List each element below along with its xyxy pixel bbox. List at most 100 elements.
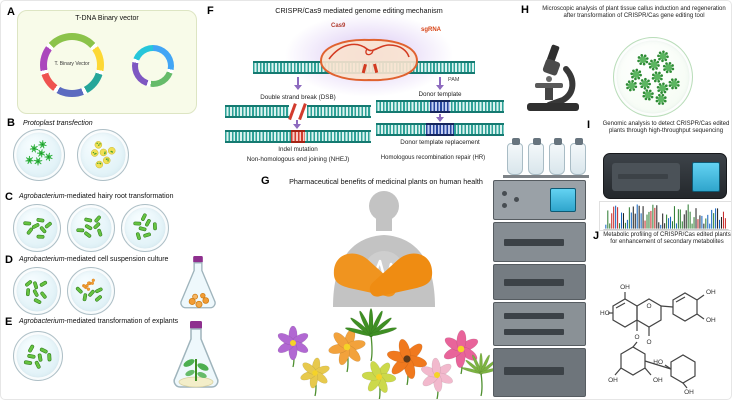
panel-a-title: T-DNA Binary vector [75,15,139,22]
panel-label-a: A [7,6,15,18]
atom-label-7: OH [653,377,663,384]
cas9-label: Cas9 [331,23,346,29]
dsb-label: Double strand break (DSB) [260,94,336,101]
petri-dish-explants [13,331,63,381]
atom-label-8: HO [653,359,663,366]
arrow-to-nhej-branch [294,77,302,90]
flowers [269,299,501,399]
plasmid-ring-core [47,40,97,90]
panel-j-title: Metabolic profiling of CRISPR/Cas edited… [603,232,731,245]
atom-label-4: OH [706,317,716,324]
petri-dish-transfected-protoplasts [77,129,129,181]
panel-label-h: H [521,4,529,16]
petri-dish-suspension-2 [67,267,115,315]
panel-f-title: CRISPR/Cas9 mediated genome editing mech… [275,6,443,15]
flower-1 [300,357,330,397]
microscope [519,43,591,115]
panel-d-title-genus: Agrobacterium [19,256,65,263]
dsb-broken-dna [225,103,371,120]
panel-c-title-genus: Agrobacterium [19,193,65,200]
panel-g-title: Pharmaceutical benefits of medicinal pla… [289,177,483,186]
microscope-drawing [527,44,579,111]
dsb-break-mark-left [288,103,297,120]
arrow-hr-repair [436,114,444,122]
hplc-module-base [493,348,586,397]
atom-label-0: HO [600,310,610,317]
flower-0 [277,325,309,368]
panel-label-d: D [5,254,13,266]
flower-4 [361,361,397,399]
flask-plant-drawing [173,321,219,388]
metabolite-structure: HO OH O OH OH O OH OH HO OH O [599,261,731,397]
flower-7 [443,330,479,375]
helper-plasmid [132,45,174,87]
panel-label-f: F [207,5,214,17]
flask-cell-suspension-drawing [180,256,216,309]
panel-h-title: Microscopic analysis of plant tissue cal… [542,6,726,19]
panel-label-b: B [7,117,15,129]
hplc-knob-1 [502,191,507,196]
petri-dish-hairy-roots-2 [67,204,115,252]
hplc-module-autosampler [493,264,586,300]
sequencer-slot [618,174,668,179]
solvent-bottle-1 [507,138,523,175]
donor-template-label: Donor template [418,91,462,98]
flask-cell-suspension [169,255,227,317]
panel-label-g: G [261,175,270,187]
dna-sequencer [603,153,727,199]
donor-template-dna [376,100,504,113]
panel-i-title: Genomic analysis to detect CRISPR/Cas ed… [602,121,730,134]
carbonyl-oxygen-label: O [646,339,651,346]
petri-dish-suspension-1 [13,267,61,315]
atom-label-3: OH [706,289,716,296]
panel-label-j: J [593,230,600,242]
atom-label-5: O [634,334,639,341]
panel-e-title-genus: Agrobacterium [19,318,65,325]
hplc-pump-slot [504,239,564,246]
sequencer-screen [692,162,720,192]
solvent-bottle-4 [570,138,586,175]
hplc-knob-3 [514,197,519,202]
panel-d-title-rest: -mediated cell suspension culture [64,256,169,263]
dsb-left-fragment [225,105,289,118]
nhej-label: Non-homologous end joining (NHEJ) [246,156,350,163]
dsb-break-mark-right [298,103,307,120]
flower-3 [345,308,397,362]
panel-label-i: I [587,119,591,131]
nhej-indel-dna [225,130,371,143]
panel-d-title: Agrobacterium-mediated cell suspension c… [19,256,168,264]
sgrna-label: sgRNA [421,27,442,33]
hplc-oven-slot-1 [504,313,564,319]
indel-insert-segment [291,130,305,143]
atom-label-9: OH [684,389,694,396]
caring-hands-drawing [333,253,433,297]
dsb-right-fragment [307,105,371,118]
flask-regenerated-plant [159,321,233,399]
panel-label-c: C [5,191,13,203]
callus-culture-view [613,37,693,117]
petri-dish-hairy-roots-3 [121,204,169,252]
indel-label: Indel mutation [278,146,318,153]
panel-b-title: Protoplast transfection [23,120,93,127]
arrow-nhej-repair [293,120,301,129]
bottle-tray [503,175,589,178]
metabolite-structure-drawing: HO OH O OH OH O OH OH HO OH O [600,284,716,396]
cas9-blob-drawing [319,38,419,82]
panel-c-title-rest: -mediated hairy root transformation [64,193,174,200]
panel-e-title-rest: -mediated transformation of explants [64,318,179,325]
arrow-to-hr-branch [436,77,444,90]
hplc-sampler-slot [504,279,564,286]
binary-vector-plasmid: T. Binary Vector [40,33,104,97]
petri-dish-hairy-roots-1 [13,204,61,252]
atom-label-6: OH [608,377,618,384]
cas9-protein-complex [313,35,425,85]
hplc-base-slot [504,367,564,375]
solvent-bottle-2 [528,138,544,175]
pam-label: PAM [448,77,460,83]
hplc-knob-2 [502,203,507,208]
hr-insert-segment [426,123,454,136]
flower-6 [421,357,453,399]
panel-label-e: E [5,316,13,328]
hplc-module-pump [493,222,586,262]
